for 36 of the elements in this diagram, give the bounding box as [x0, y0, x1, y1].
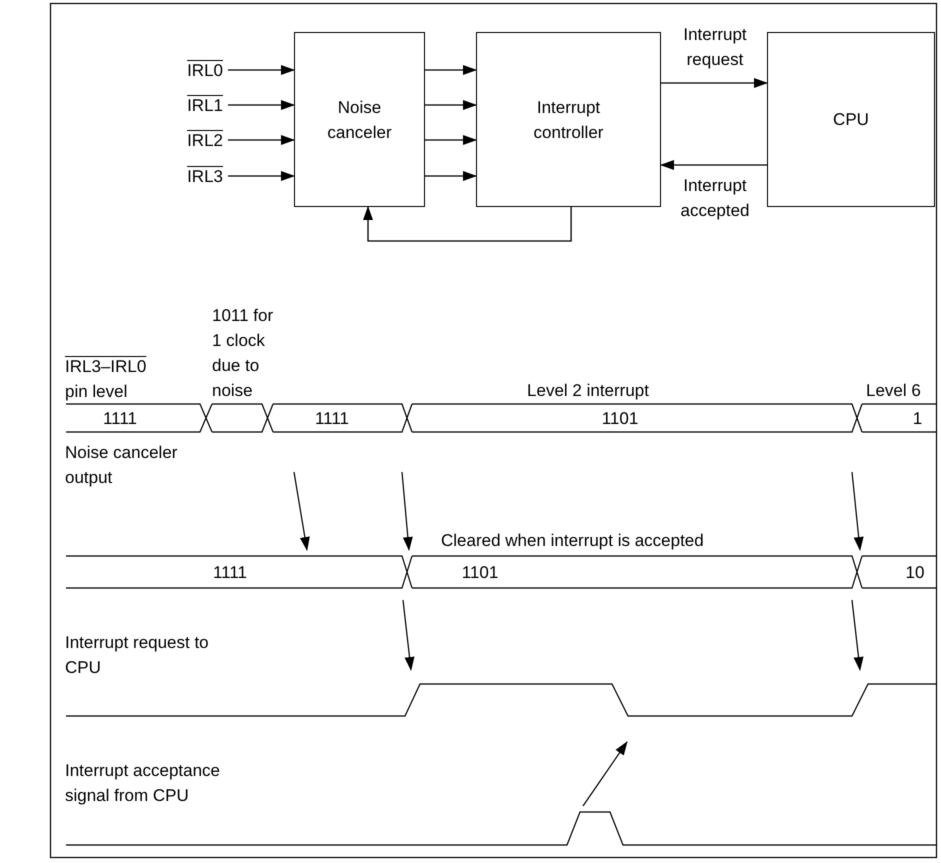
bus-value: 1111	[314, 408, 350, 430]
signal-name: IRL3–IRL0 pin level	[65, 356, 148, 403]
arrow	[228, 135, 295, 145]
block-label: CPU	[832, 109, 870, 131]
noise-canceler-block	[294, 32, 425, 207]
signal-name: IRL3	[165, 164, 223, 189]
annotation: Cleared when interrupt is accepted	[441, 530, 705, 552]
arrow	[425, 100, 477, 110]
annotation: 1011 for 1 clock due to noise	[212, 305, 274, 402]
interrupt-controller-block	[476, 32, 661, 207]
annotation: Level 6	[866, 380, 922, 402]
arrow	[425, 135, 477, 145]
bus-value: 1111	[212, 562, 248, 584]
signal-name: IRL2	[165, 128, 223, 153]
signal-name: Interrupt request to CPU	[65, 632, 210, 679]
bus-value: 1111	[102, 408, 138, 430]
block-label: Interrupt controller	[532, 96, 604, 144]
bus-value: 1101	[460, 562, 500, 584]
arrow	[228, 171, 295, 181]
arrow	[363, 206, 572, 242]
arrow	[661, 78, 768, 88]
arrow	[425, 65, 477, 75]
bus-value: 1101	[600, 408, 640, 430]
arrow	[425, 171, 477, 181]
signal-name: Interrupt acceptance signal from CPU	[65, 760, 221, 807]
block-label: Noise canceler	[326, 96, 393, 144]
signal-name: IRL1	[165, 93, 223, 118]
bus-value: 10	[904, 562, 926, 584]
arrow	[228, 65, 295, 75]
bus-value: 1	[912, 408, 924, 430]
arrow	[660, 160, 767, 170]
signal-name: Noise canceler output	[65, 442, 178, 489]
annotation: Level 2 interrupt	[526, 380, 650, 402]
signal-name: IRL0	[165, 58, 223, 83]
cpu-block	[767, 32, 935, 207]
arrow	[228, 100, 295, 110]
